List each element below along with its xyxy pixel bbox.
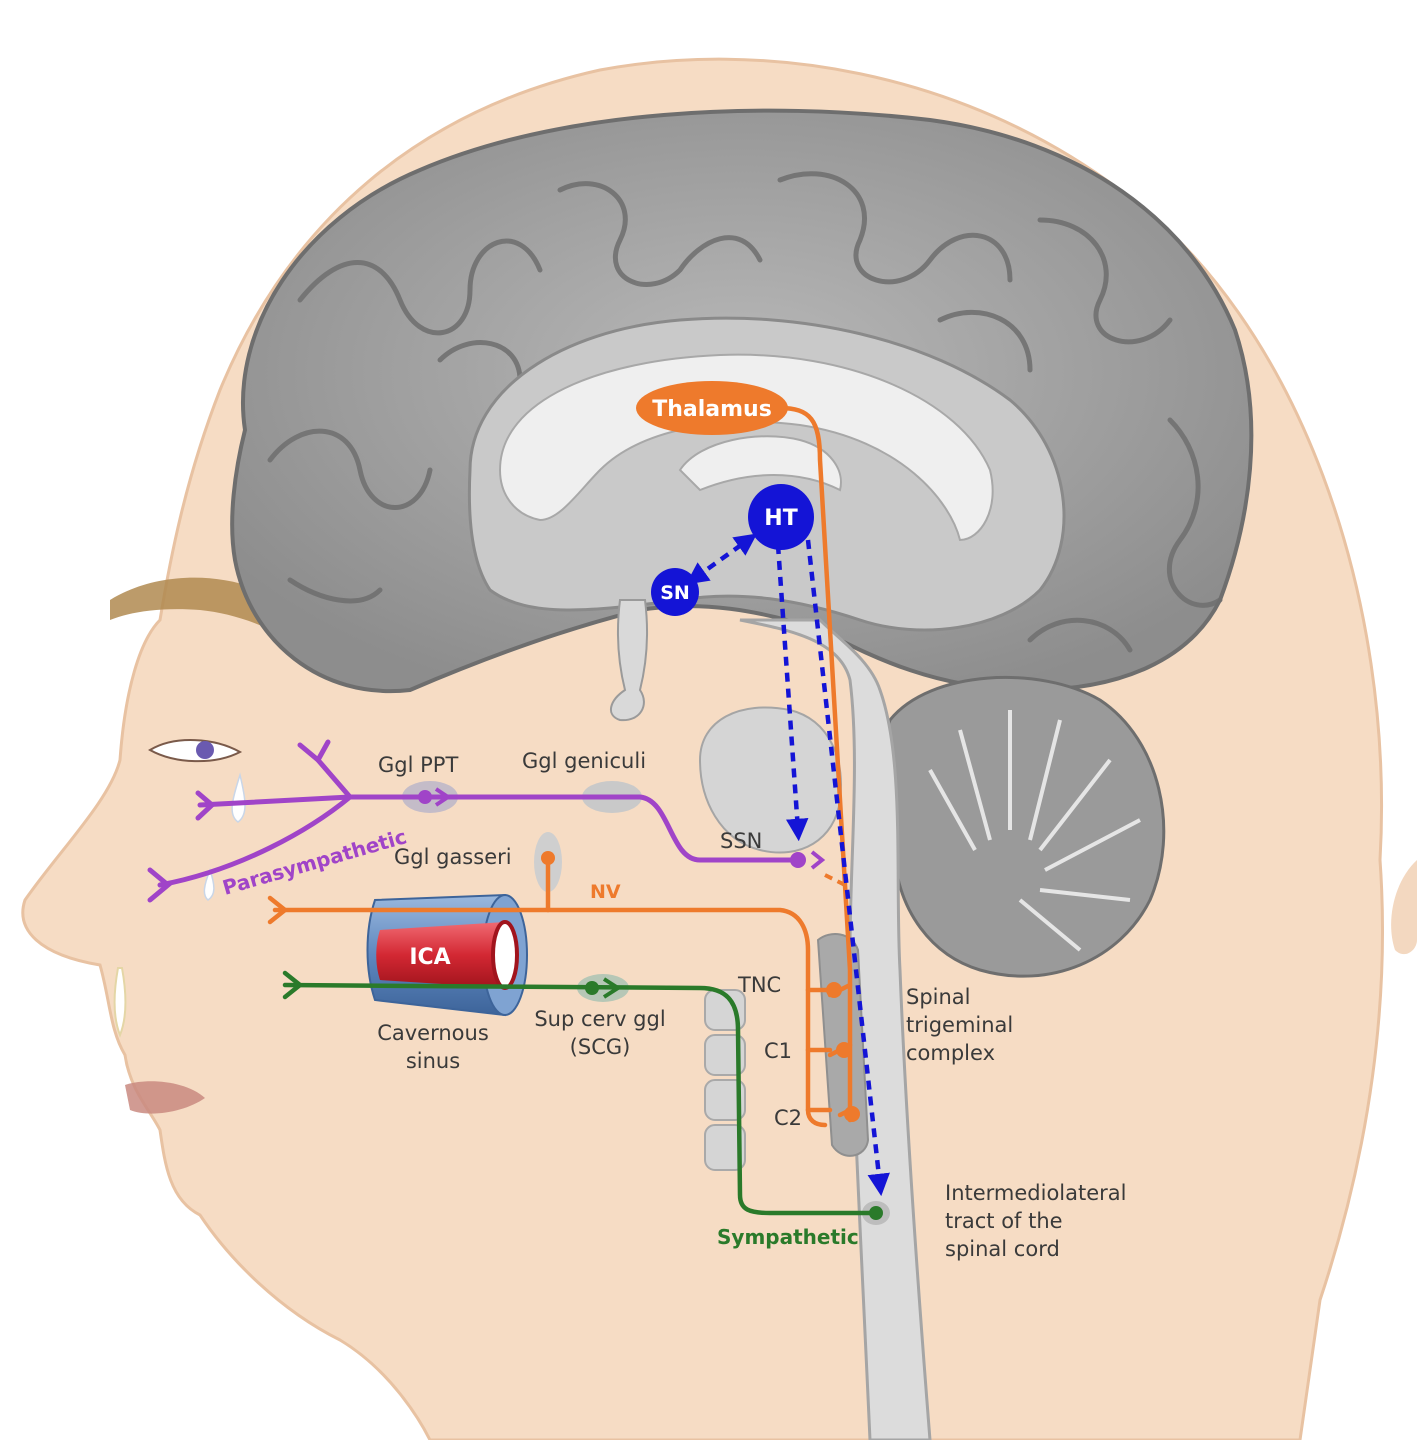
c1-node: [836, 1042, 852, 1058]
nv-label: NV: [590, 881, 621, 903]
nasal-drip: [115, 968, 126, 1035]
tnc-node: [826, 982, 842, 998]
sympathetic-label: Sympathetic: [717, 1225, 859, 1249]
spinal-trigeminal-label-3: complex: [906, 1041, 995, 1065]
sup-cerv-label-2: (SCG): [570, 1035, 631, 1059]
sup-cerv-label-1: Sup cerv ggl: [534, 1007, 665, 1031]
ggl-geniculi-label: Ggl geniculi: [522, 749, 646, 773]
thalamus-label: Thalamus: [652, 397, 772, 422]
iml-label-1: Intermediolateral: [945, 1181, 1127, 1205]
iris: [196, 741, 214, 759]
spinal-trigeminal-label-2: trigeminal: [906, 1013, 1013, 1037]
cavernous-sinus-label-1: Cavernous: [377, 1021, 489, 1045]
ggl-ppt-label: Ggl PPT: [378, 753, 458, 777]
c2-label: C2: [774, 1106, 802, 1130]
sn-label: SN: [660, 582, 690, 604]
iml-label-3: spinal cord: [945, 1237, 1060, 1261]
tnc-label: TNC: [737, 973, 781, 997]
cerebellum: [884, 677, 1164, 976]
ssn-label: SSN: [720, 829, 762, 853]
c1-label: C1: [764, 1039, 792, 1063]
ggl-gasseri-node: [541, 851, 555, 865]
scg-node: [585, 981, 599, 995]
ssn-node: [790, 852, 806, 868]
cavernous-sinus-label-2: sinus: [406, 1049, 460, 1073]
back-head-edge: [1391, 860, 1417, 954]
iml-node: [869, 1206, 883, 1220]
iml-label-2: tract of the: [945, 1209, 1063, 1233]
c2-node: [844, 1106, 860, 1122]
ica-label: ICA: [409, 945, 450, 970]
ht-label: HT: [764, 506, 797, 531]
spinal-trigeminal-label-1: Spinal: [906, 985, 971, 1009]
ggl-ppt-node: [418, 790, 432, 804]
ggl-gasseri-label: Ggl gasseri: [394, 845, 512, 869]
